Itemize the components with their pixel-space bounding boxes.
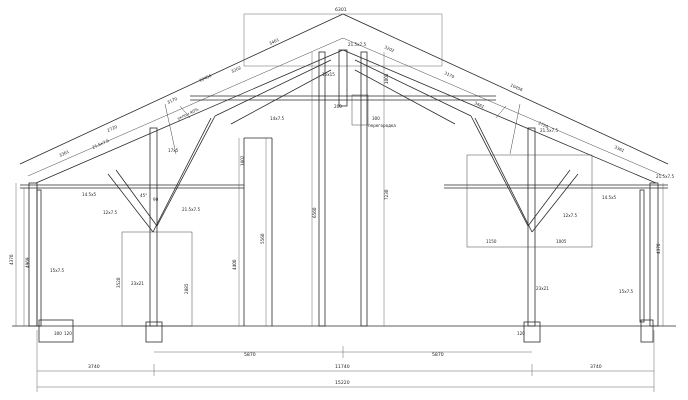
member-brace: 14.5x5 [82,192,97,197]
height-center-inner: 6560 [312,207,317,218]
label-base-left: 300 [54,331,62,336]
member-diag-center: 14x7.5 [270,116,285,121]
member-rafter-right: 21.5x7.5 [540,128,558,133]
member-column-left: 23x21 [131,281,144,286]
member-strut-left: 21.5x7.5 [182,207,200,212]
height-ridge-post: 7230 [384,189,389,200]
member-rafter: 21.5x7.5 [91,138,110,150]
label-half: 90 [153,197,159,202]
height-post-left: 4969 [25,257,30,268]
member-chord: 12x7.5 [103,210,118,215]
label-right-box-left: 1150 [486,239,497,244]
right-window-opening [466,154,593,248]
label-right-box-right: 1005 [556,239,567,244]
label-300: 300 [372,116,380,121]
dim-total: 15220 [335,380,350,386]
label-cross: перегородка [368,123,396,128]
member-diag-right: 12x7.5 [563,213,578,218]
foundation [12,319,676,343]
center-post-right [360,51,368,327]
labels: 5870 5870 11740 3740 3740 15220 3361 272… [9,37,674,386]
roof-right-6: 3461 [474,100,486,109]
label-base-left-2: 120 [64,331,72,336]
left-outer-post [28,182,38,327]
left-column-footing [145,321,163,343]
dimension-lines [15,52,664,392]
member-post-small: 15x7.5 [50,268,65,273]
roof-right-4: 2720 [538,120,550,129]
truss-members [20,59,668,233]
label-angle: 45° [140,193,147,198]
roof-right-1: 3202 [384,44,396,53]
member-rafter-center: 21.5x7.5 [348,42,366,47]
label-base-right: 120 [517,331,525,336]
roof-left-5: 3202 [230,65,242,74]
dim-half-left: 5870 [244,352,256,358]
roof-left-2: 2720 [106,124,118,133]
height-inner-left-top: 5560 [260,233,265,244]
ridge-dimension-box: 6301 [243,7,443,67]
vent-box [351,94,369,126]
ridge-post [338,49,348,107]
roof-left-3: 3170 [166,96,178,105]
height-eave-right: 4370 [656,243,661,254]
dim-half-right: 5870 [432,352,444,358]
dim-side-right: 3740 [590,364,602,370]
right-secondary-post [639,189,645,323]
member-upper-center: 15x15 [322,72,335,77]
roof-right-2: 3170 [444,70,456,79]
height-eave-left: 4370 [9,254,14,265]
roof-left-4: 10456 [198,73,212,83]
left-secondary-post [36,189,42,327]
member-post-right: 15x7.5 [619,289,634,294]
center-post-left [318,51,326,327]
member-column-right: 23x21 [536,286,549,291]
roof-left-1: 3361 [58,149,70,158]
height-ridge-upper: 1005 [384,73,389,84]
dim-side-left: 3740 [88,364,100,370]
height-inner-left-upper: 1602 [240,155,245,166]
member-eave-right: 21.5x7.5 [656,174,674,179]
label-200: 200 [334,104,342,109]
height-door-left-2: 2885 [184,283,189,294]
right-column-footing [523,321,541,343]
right-inner-column [527,127,536,327]
roof-outline [19,13,669,184]
left-footing [38,319,74,343]
ridge-width-label: 6301 [335,7,347,13]
roof-right-3: 10456 [510,82,524,92]
member-tie: 17x5 [168,148,179,153]
height-inner-left: 4400 [232,259,237,270]
height-door-left: 3520 [116,277,121,288]
roof-right-5: 3361 [614,144,626,153]
dim-span: 11740 [335,364,350,370]
roof-left-6: 3461 [268,37,280,46]
right-footing [640,319,654,343]
member-brace-right: 14.5x5 [602,195,617,200]
